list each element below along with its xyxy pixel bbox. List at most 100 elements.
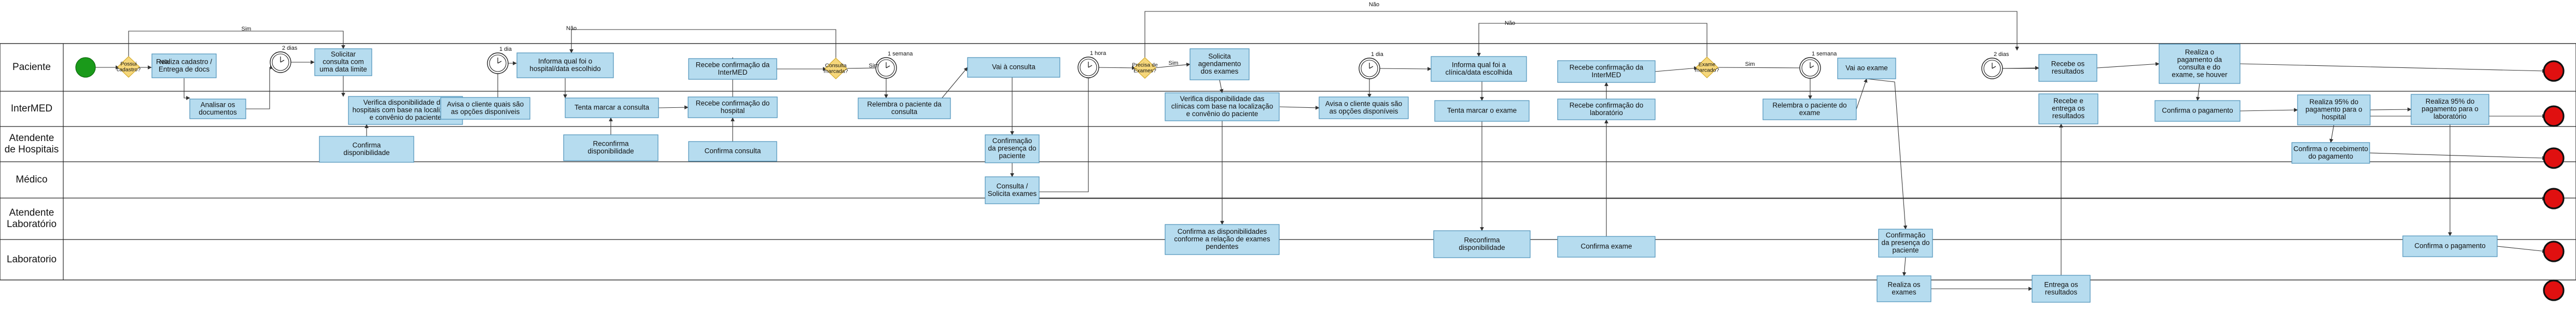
task-label-t32-line: resultados [2052, 112, 2085, 120]
task-label-t10-line: InterMED [718, 68, 747, 76]
task-label-t22: Tenta marcar o exame [1447, 107, 1517, 115]
sequence-flow-arrow [2369, 152, 2546, 160]
task-t7 [516, 52, 614, 78]
task-t32 [2038, 93, 2098, 124]
sequence-flow-arrow [1039, 74, 1090, 192]
gateway-d2 [824, 58, 847, 79]
task-t23 [1433, 230, 1531, 258]
task-label-t4-line: hospitais com base na localização [353, 106, 459, 114]
task-label-t5-line: Confirma [353, 141, 381, 149]
task-label-t38-line: pagamento para o [2421, 105, 2479, 113]
sequence-flow-arrow [184, 78, 190, 100]
sequence-flow-arrow [1866, 78, 1908, 230]
task-label-t7-line: hospital/data escolhido [529, 65, 600, 73]
clock-hand [1369, 66, 1374, 69]
task-label-t15-line: Confirmação [992, 137, 1032, 145]
task-label-t19-line: pendentes [1206, 243, 1238, 250]
task-t18 [1165, 92, 1280, 121]
timer-inner-ring [1361, 60, 1378, 77]
gateway-label-d4-line: Exame [1699, 61, 1716, 67]
gateway-d1 [117, 56, 140, 78]
task-t30 [1877, 275, 1931, 302]
task-label-t1-line: Entrega de docs [159, 65, 210, 73]
task-label-t13-line: consulta [891, 108, 918, 116]
task-label-t32-line: Recebe e [2053, 97, 2083, 105]
task-label-t28-line: Vai ao exame [1845, 64, 1888, 72]
task-t15 [985, 134, 1040, 163]
gateway-d4 [1696, 57, 1718, 78]
task-label-t30-line: Realiza os [1887, 280, 1920, 288]
task-t9 [563, 134, 659, 161]
task-label-t5-line: disponibilidade [343, 149, 389, 157]
task-t33 [2038, 54, 2097, 82]
timer-label-tm4: 1 hora [1090, 50, 1107, 57]
task-label-t3-line: Solicitar [331, 50, 356, 58]
timer-inner-ring [489, 54, 507, 72]
task-label-t11-line: hospital [721, 107, 745, 115]
clock-hand [1992, 66, 1996, 69]
task-label-t16: Consulta /Solicita exames [988, 182, 1037, 198]
task-label-t14-line: Vai à consulta [992, 63, 1035, 71]
sequence-flow-arrow [1902, 257, 1907, 276]
clock-hand [497, 61, 502, 64]
lane-label-hospitais-line: Atendente [9, 133, 54, 144]
sequence-flow-arrow [1144, 11, 2019, 59]
sequence-flow-arrow [1856, 78, 1868, 110]
task-label-t29-line: Confirmação [1886, 231, 1926, 239]
task-label-t30-line: exames [1892, 288, 1916, 296]
edge-label-l5: Sim [1169, 60, 1179, 66]
lane-label-atlab-line: Laboratório [7, 219, 57, 230]
timer-label-tm1: 2 dias [282, 45, 298, 51]
task-label-t34-line: Realiza o [2185, 48, 2214, 56]
task-label-t38-line: Realiza 95% do [2426, 97, 2475, 105]
task-label-t35-line: Confirma o pagamento [2162, 107, 2233, 115]
edge-label-l8: Sim [1745, 61, 1755, 67]
task-label-t22-line: Tenta marcar o exame [1447, 107, 1517, 115]
task-label-t13-line: Relembra o paciente da [867, 100, 942, 108]
task-t3 [314, 48, 372, 76]
edge-label-l1: Não [160, 59, 170, 65]
task-label-t17-line: Solicita [1208, 52, 1231, 60]
sequence-flow-arrow [658, 105, 689, 109]
task-label-t10-line: Recebe confirmação da [696, 61, 770, 68]
task-label-t17-line: dos exames [1201, 67, 1239, 75]
sequence-flow-arrow [1716, 66, 1804, 70]
task-label-t27-line: exame [1799, 109, 1821, 117]
edge-label-l4: Sim [869, 63, 879, 69]
task-label-t38-line: laboratório [2433, 113, 2467, 120]
task-label-t36-line: hospital [2322, 113, 2346, 121]
edge-label-l7: Não [1505, 20, 1515, 26]
task-t26 [1557, 60, 1656, 83]
task-t35 [2154, 100, 2241, 122]
task-label-t4-line: e convênio do paciente [370, 114, 442, 121]
task-label-t33-line: Recebe os [2051, 60, 2085, 67]
sequence-flow-arrow [2239, 63, 2546, 73]
timer-label-tm6: 1 semana [1812, 51, 1837, 57]
end-event-icon [2543, 105, 2565, 127]
task-label-t9-line: Reconfirma [593, 139, 629, 147]
task-t11 [688, 96, 778, 118]
sequence-flow-arrow [569, 29, 836, 59]
sequence-flow-arrow [1477, 23, 1707, 58]
task-label-t1: Realiza cadastro /Entrega de docs [156, 58, 212, 73]
task-t19 [1165, 224, 1280, 255]
task-label-t28: Vai ao exame [1845, 64, 1888, 72]
task-label-t31-line: Entrega os [2044, 280, 2078, 288]
task-label-t25-line: Recebe confirmação do [1570, 101, 1644, 109]
lane-label-paciente-line: Paciente [12, 62, 51, 73]
task-label-t35: Confirma o pagamento [2162, 107, 2233, 115]
